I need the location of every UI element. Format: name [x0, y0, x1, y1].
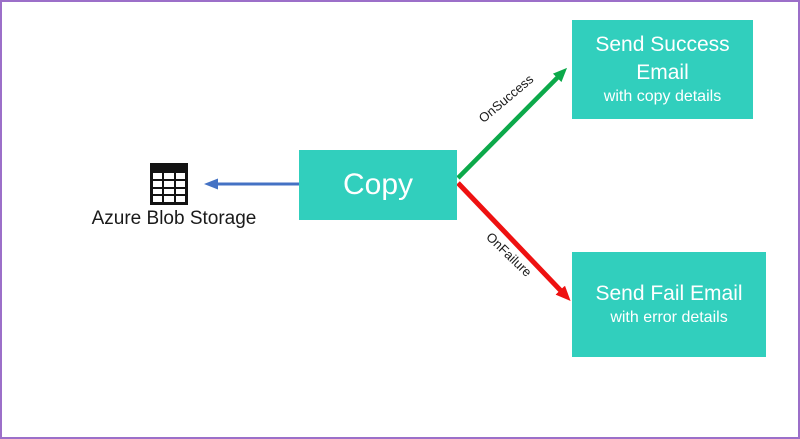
table-icon-cell [175, 180, 185, 187]
table-icon-cell [164, 180, 174, 187]
table-icon-cell [175, 173, 185, 179]
table-icon-cell [175, 188, 185, 195]
on-failure-edge-label: OnFailure [483, 229, 535, 280]
on-success-edge-label: OnSuccess [475, 71, 537, 126]
send-success-email-node: Send Success Email with copy details [572, 20, 753, 119]
copy-activity-node: Copy [299, 150, 457, 220]
table-icon-cell [153, 180, 163, 187]
table-icon-cell [175, 196, 185, 202]
table-icon-cell [164, 196, 174, 202]
table-icon-cell [153, 196, 163, 202]
table-icon [150, 163, 188, 205]
copy-activity-label: Copy [342, 168, 414, 201]
success-node-title: Send Success Email [595, 33, 730, 84]
success-node-subtitle: with copy details [603, 87, 722, 105]
fail-node-subtitle: with error details [610, 309, 728, 327]
table-icon-cell [164, 173, 174, 179]
on-failure-arrow [456, 181, 571, 301]
send-fail-email-node: Send Fail Email with error details [572, 252, 766, 357]
table-icon-cell [153, 188, 163, 195]
table-icon-cell [153, 173, 163, 179]
table-icon-cell [164, 188, 174, 195]
fail-node-title: Send Fail Email [595, 281, 743, 305]
source-label: Azure Blob Storage [91, 208, 257, 229]
